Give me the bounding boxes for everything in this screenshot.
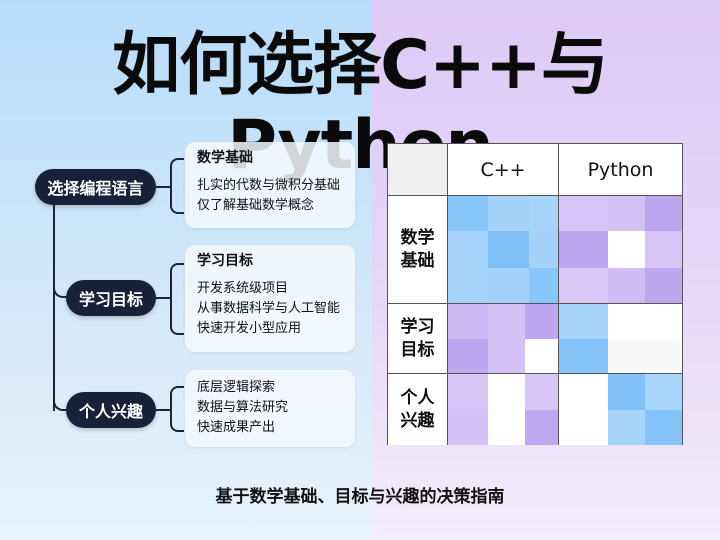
mindmap-node-personal-interest: 个人兴趣 bbox=[66, 392, 156, 428]
heatmap-cell bbox=[529, 231, 558, 268]
heatmap-cell bbox=[608, 409, 646, 445]
connector-stub bbox=[156, 409, 170, 411]
footer-caption: 基于数学基础、目标与兴趣的决策指南 bbox=[215, 487, 505, 507]
card-line: 快速成果产出 bbox=[197, 420, 276, 435]
brace-connector bbox=[170, 263, 184, 335]
heatmap-cell bbox=[559, 267, 609, 303]
heatmap-cell bbox=[524, 338, 558, 373]
row-label-goal: 学习目标 bbox=[388, 304, 448, 374]
heatmap-cell bbox=[487, 374, 525, 410]
card-line: 快速开发小型应用 bbox=[197, 321, 302, 336]
card-learning-goal: 学习目标 开发系统级项目 从事数据科学与人工智能 快速开发小型应用 bbox=[185, 245, 355, 352]
card-title: 数学基础 bbox=[197, 150, 253, 166]
row-label-interest: 个人兴趣 bbox=[388, 374, 448, 445]
row-label-text: 学习 bbox=[400, 316, 435, 337]
card-line: 仅了解基础数学概念 bbox=[197, 198, 315, 213]
heatmap-cell bbox=[608, 338, 682, 373]
heatmap-python-math bbox=[559, 196, 682, 304]
heatmap-cell bbox=[608, 374, 646, 410]
heatmap-cell bbox=[559, 196, 609, 232]
row-label-text: 兴趣 bbox=[400, 410, 435, 431]
heatmap-cell bbox=[559, 338, 609, 373]
card-line: 从事数据科学与人工智能 bbox=[197, 301, 341, 316]
heatmap-cell bbox=[608, 304, 682, 339]
column-label: Python bbox=[587, 158, 654, 181]
heatmap-cpp-math bbox=[448, 196, 559, 304]
card-line: 数据与算法研究 bbox=[197, 400, 289, 415]
card-line: 底层逻辑探索 bbox=[197, 380, 276, 395]
heatmap-cell bbox=[559, 374, 609, 410]
heatmap-cell bbox=[559, 231, 609, 268]
heatmap-cell bbox=[487, 338, 525, 373]
mindmap-trunk-line bbox=[53, 205, 55, 411]
root-node-label: 选择编程语言 bbox=[47, 179, 144, 198]
card-line: 开发系统级项目 bbox=[197, 281, 289, 296]
heatmap-cell bbox=[448, 409, 488, 445]
heatmap-cell bbox=[448, 304, 488, 339]
heatmap-cell bbox=[645, 409, 682, 445]
connector-stub bbox=[156, 297, 170, 299]
table-header-cpp: C++ bbox=[448, 144, 559, 196]
column-label: C++ bbox=[480, 158, 526, 181]
heatmap-cell bbox=[524, 374, 558, 410]
heatmap-cell bbox=[608, 267, 646, 303]
heatmap-cell bbox=[524, 409, 558, 445]
brace-connector bbox=[170, 386, 184, 432]
heatmap-cell bbox=[645, 231, 682, 268]
heatmap-cell bbox=[529, 267, 558, 303]
heatmap-cell bbox=[559, 304, 609, 339]
row-label-text: 基础 bbox=[400, 250, 435, 271]
heatmap-cell bbox=[448, 267, 488, 303]
heatmap-cell bbox=[448, 338, 488, 373]
card-line: 扎实的代数与微积分基础 bbox=[197, 178, 341, 193]
row-label-text: 目标 bbox=[400, 339, 435, 360]
heatmap-cell bbox=[559, 409, 609, 445]
card-personal-interest: 底层逻辑探索 数据与算法研究 快速成果产出 bbox=[185, 370, 355, 447]
heatmap-cpp-interest bbox=[448, 374, 559, 445]
heatmap-cell bbox=[448, 231, 488, 268]
heatmap-cell bbox=[487, 304, 525, 339]
heatmap-python-goal bbox=[559, 304, 682, 374]
row-label-math: 数学基础 bbox=[388, 196, 448, 304]
card-title: 学习目标 bbox=[197, 253, 253, 269]
connector-elbow bbox=[53, 397, 67, 411]
heatmap-cell bbox=[524, 304, 558, 339]
comparison-table: C++ Python 数学基础 学习目标 bbox=[387, 143, 683, 445]
mindmap-root-node: 选择编程语言 bbox=[35, 169, 156, 205]
heatmap-cell bbox=[448, 374, 488, 410]
connector-elbow bbox=[53, 284, 67, 298]
table-header-python: Python bbox=[559, 144, 682, 196]
row-label-text: 数学 bbox=[400, 227, 435, 248]
heatmap-cpp-goal bbox=[448, 304, 559, 374]
heatmap-python-interest bbox=[559, 374, 682, 445]
brace-connector bbox=[170, 158, 184, 214]
heatmap-cell bbox=[448, 196, 488, 232]
table-corner-cell bbox=[388, 144, 448, 196]
heatmap-cell bbox=[487, 409, 525, 445]
heatmap-cell bbox=[529, 196, 558, 232]
mindmap-node-learning-goal: 学习目标 bbox=[66, 280, 156, 316]
heatmap-cell bbox=[608, 231, 646, 268]
heatmap-cell bbox=[487, 196, 530, 232]
row-label-text: 个人 bbox=[400, 387, 435, 408]
node-label: 学习目标 bbox=[78, 290, 143, 309]
heatmap-cell bbox=[645, 267, 682, 303]
node-label: 个人兴趣 bbox=[78, 402, 143, 421]
heatmap-cell bbox=[645, 196, 682, 232]
card-math-foundation: 数学基础 扎实的代数与微积分基础 仅了解基础数学概念 bbox=[185, 142, 355, 228]
heatmap-cell bbox=[608, 196, 646, 232]
connector-stub bbox=[156, 186, 170, 188]
heatmap-cell bbox=[645, 374, 682, 410]
heatmap-cell bbox=[487, 267, 530, 303]
heatmap-cell bbox=[487, 231, 530, 268]
